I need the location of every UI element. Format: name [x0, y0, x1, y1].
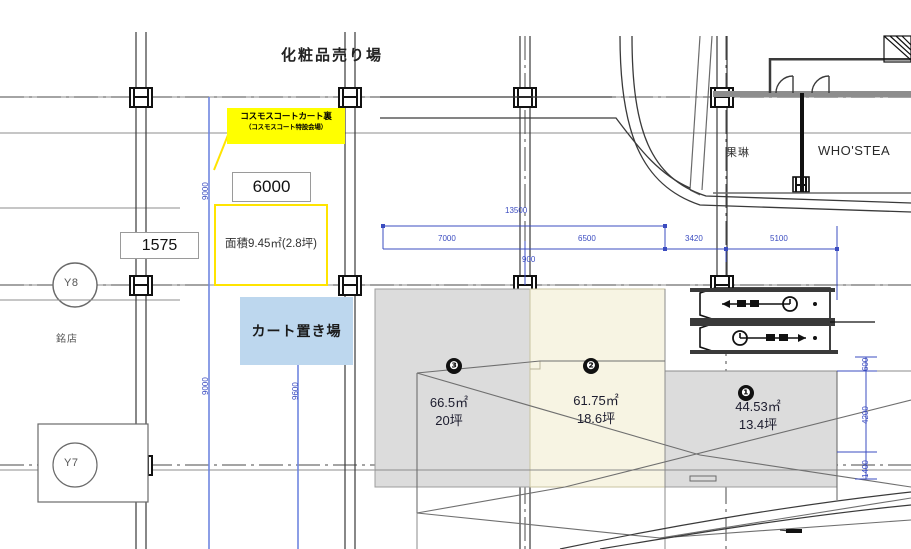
zone-area-3-tsubo: 20坪 — [435, 412, 463, 428]
dimension-callout-6000: 6000 — [232, 172, 311, 202]
zone-badge-3: ❸ — [446, 358, 462, 374]
corridor-curve — [380, 35, 911, 213]
zone-area-3-sqm: 66.5㎡ — [429, 395, 469, 410]
cosmos-court-callout-line1: コスモスコートカート裏 — [240, 111, 332, 121]
dimension-5100: 5100 — [770, 234, 788, 243]
dimension-7000: 7000 — [438, 234, 456, 243]
page-title: 化粧品売り場 — [281, 47, 384, 64]
bottom-curves — [559, 491, 911, 549]
zone-area-1: 44.53㎡ 13.4坪 — [710, 398, 806, 433]
dimension-lines-vertical-left — [208, 97, 299, 549]
upper-right-tenancies — [689, 35, 911, 482]
dimension-vertical-9600: 9600 — [291, 382, 300, 400]
dimension-lines-horizontal — [381, 224, 839, 300]
escalator-group — [690, 287, 875, 354]
grid-marker-y7-label: Y7 — [64, 457, 79, 469]
zone-area-2-tsubo: 18.6坪 — [576, 410, 616, 426]
dimension-6500: 6500 — [578, 234, 596, 243]
cart-storage-area: カート置き場 — [240, 297, 353, 365]
zone-2-shape — [529, 288, 666, 488]
dimension-vertical-9000-lower: 9000 — [201, 377, 210, 395]
dimension-vertical-4200: 4200 — [861, 406, 870, 424]
dimension-lines-vertical-right — [837, 356, 877, 480]
cosmos-court-callout: コスモスコートカート裏 （コスモスコート特設会場） — [227, 108, 345, 144]
shop-label-karin: 果琳 — [726, 147, 750, 159]
grid-marker-y8-label: Y8 — [64, 277, 79, 289]
zone-area-2: 61.75㎡ 18.6坪 — [548, 392, 644, 427]
area-label-meiten: 銘店 — [56, 334, 78, 345]
left-wall-stubs — [0, 207, 130, 301]
shop-label-whostea: WHO'STEA — [818, 143, 891, 158]
zone-3-shape — [374, 288, 531, 488]
zone-shapes — [374, 288, 838, 488]
dimension-13500: 13500 — [505, 206, 528, 215]
dimension-vertical-1400: 1400 — [861, 460, 870, 478]
zone-badge-1: ❶ — [738, 385, 754, 401]
grid-marker-y7-frame — [37, 423, 149, 503]
zone-area-2-sqm: 61.75㎡ — [573, 393, 619, 408]
dimension-vertical-9000-upper: 9000 — [201, 182, 210, 200]
cosmos-court-callout-line2: （コスモスコート特設会場） — [245, 123, 327, 131]
grid-marker-y8-circle — [52, 262, 98, 308]
dimension-3420: 3420 — [685, 234, 703, 243]
dimension-callout-1575: 1575 — [120, 232, 199, 259]
zone-area-3: 66.5㎡ 20坪 — [404, 394, 494, 429]
dimension-900: 900 — [522, 255, 536, 264]
zone-area-1-tsubo: 13.4坪 — [738, 416, 778, 432]
escalator-down — [690, 322, 838, 354]
zone-area-1-sqm: 44.53㎡ — [735, 399, 781, 414]
escalator-up — [690, 287, 835, 322]
dimension-vertical-600: 600 — [861, 357, 870, 371]
area-note-callout: 面積9.45㎡(2.8坪) — [214, 204, 328, 286]
zone-badge-2: ❷ — [583, 358, 599, 374]
